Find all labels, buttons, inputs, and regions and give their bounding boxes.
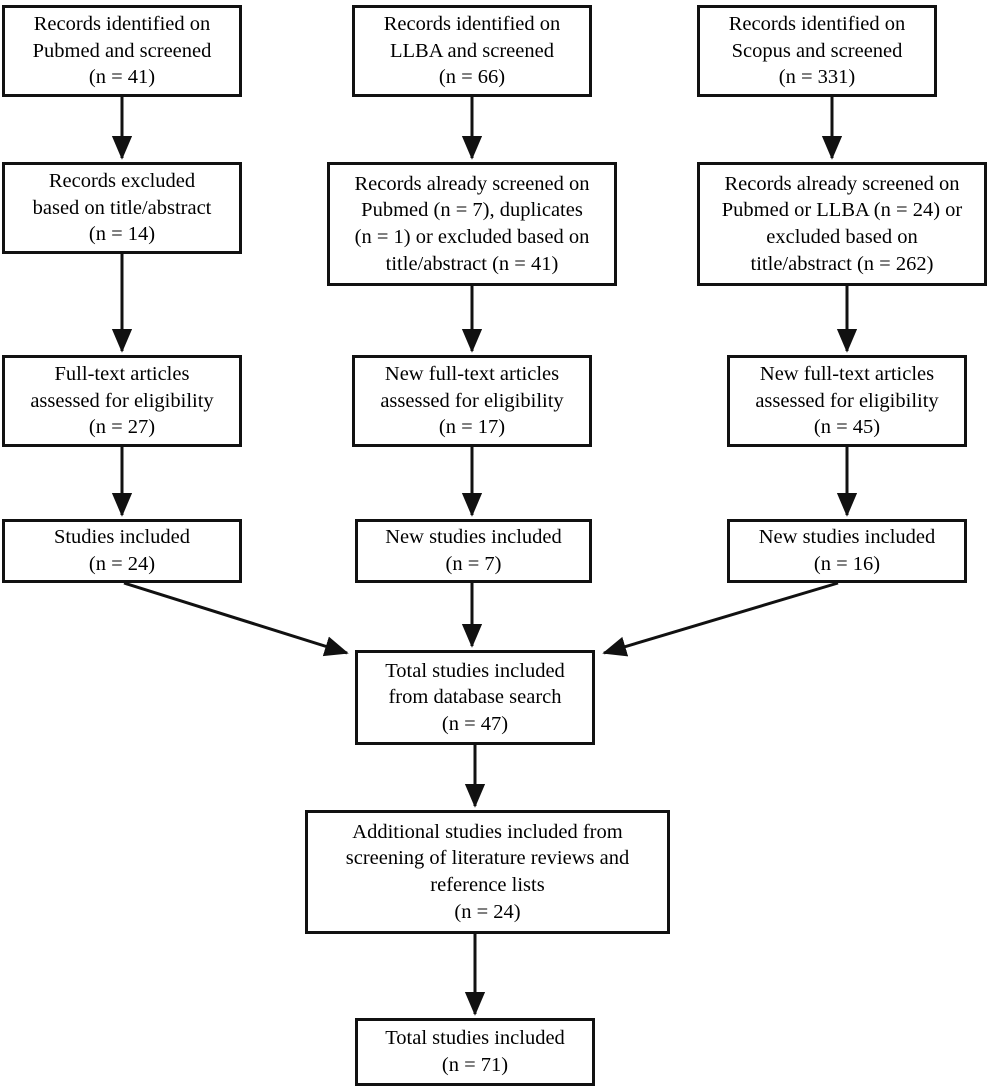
node-text-line: screening of literature reviews and — [345, 847, 630, 870]
node-text-line: title/abstract (n = 262) — [750, 252, 934, 275]
node-text-line: (n = 16) — [813, 553, 881, 575]
node-text-line: (n = 1) or excluded based on — [354, 226, 590, 248]
arrow-included-pubmed-to-total — [123, 581, 349, 657]
node-text-line: Pubmed and screened — [32, 39, 212, 62]
node-text-line: New full-text articles — [384, 363, 560, 386]
node-text-line: reference lists — [430, 874, 545, 896]
node-text-line: Records identified on — [33, 13, 211, 36]
records-identified-pubmed-box: Records identified on Pubmed and screened… — [2, 5, 242, 97]
studies-included-llba-box: New studies included (n = 7) — [355, 519, 592, 583]
node-text-line: Pubmed (n = 7), duplicates — [361, 199, 583, 222]
node-text-line: (n = 24) — [88, 553, 156, 575]
node-text-line: Studies included — [53, 526, 191, 549]
node-text-line: Records already screened on — [724, 172, 960, 195]
node-text-line: Pubmed or LLBA (n = 24) or — [721, 199, 963, 222]
records-identified-scopus-box: Records identified on Scopus and screened… — [697, 5, 937, 97]
node-text-line: (n = 24) — [454, 900, 521, 923]
node-text-line: assessed for eligibility — [755, 389, 939, 412]
node-text-line: (n = 7) — [445, 553, 502, 575]
node-text-line: (n = 71) — [441, 1054, 509, 1076]
node-text-line: (n = 47) — [441, 712, 509, 735]
records-already-screened-llba-box: Records already screened on Pubmed (n = 7… — [327, 162, 617, 286]
node-text-line: New studies included — [758, 526, 936, 549]
node-text-line: from database search — [388, 686, 562, 709]
node-text-line: (n = 45) — [813, 416, 881, 439]
node-text-line: assessed for eligibility — [380, 389, 564, 412]
additional-studies-box: Additional studies included from screenin… — [305, 810, 670, 934]
node-text-line: assessed for eligibility — [30, 389, 214, 412]
records-already-screened-scopus-box: Records already screened on Pubmed or LLB… — [697, 162, 987, 286]
node-text-line: (n = 14) — [88, 223, 156, 246]
node-text-line: Additional studies included from — [352, 820, 623, 843]
studies-included-scopus-box: New studies included (n = 16) — [727, 519, 967, 583]
records-identified-llba-box: Records identified on LLBA and screened (n… — [352, 5, 592, 97]
full-text-assessed-pubmed-box: Full-text articles assessed for eligibili… — [2, 355, 242, 447]
node-text-line: (n = 331) — [778, 66, 856, 89]
node-text-line: Full-text articles — [54, 363, 190, 386]
node-text-line: Records already screened on — [354, 172, 590, 195]
full-text-assessed-scopus-box: New full-text articles assessed for eligi… — [727, 355, 967, 447]
full-text-assessed-llba-box: New full-text articles assessed for eligi… — [352, 355, 592, 447]
node-text-line: Records identified on — [383, 13, 561, 36]
node-text-line: Records excluded — [48, 170, 196, 193]
node-text-line: (n = 41) — [88, 66, 156, 89]
records-excluded-pubmed-box: Records excluded based on title/abstract (… — [2, 162, 242, 254]
node-text-line: (n = 66) — [438, 66, 506, 89]
node-text-line: based on title/abstract — [32, 196, 212, 219]
node-text-line: LLBA and screened — [390, 39, 554, 62]
node-text-line: excluded based on — [766, 226, 918, 248]
node-text-line: title/abstract (n = 41) — [385, 252, 559, 275]
arrow-included-scopus-to-total — [602, 581, 839, 657]
node-text-line: (n = 17) — [438, 416, 506, 439]
total-studies-database-search-box: Total studies included from database sear… — [355, 650, 595, 745]
total-studies-included-box: Total studies included (n = 71) — [355, 1018, 595, 1086]
node-text-line: New full-text articles — [759, 363, 935, 386]
node-text-line: (n = 27) — [88, 416, 156, 439]
node-text-line: Total studies included — [385, 659, 565, 682]
node-text-line: Records identified on — [728, 13, 906, 36]
node-text-line: Total studies included — [385, 1027, 565, 1050]
node-text-line: New studies included — [385, 526, 562, 549]
studies-included-pubmed-box: Studies included (n = 24) — [2, 519, 242, 583]
node-text-line: Scopus and screened — [731, 39, 903, 62]
